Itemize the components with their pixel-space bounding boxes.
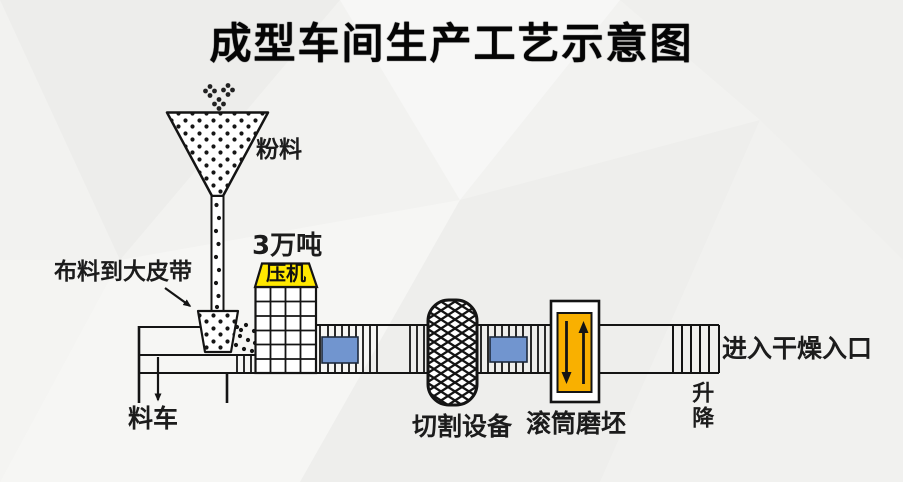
distribution-cup bbox=[196, 309, 240, 354]
roller-grinding-unit bbox=[549, 299, 601, 404]
up-arrow-icon bbox=[578, 321, 589, 384]
press-machine-cap bbox=[253, 262, 319, 289]
powder-label: 粉料 bbox=[256, 137, 302, 163]
down-arrow-icon bbox=[561, 321, 572, 384]
page-title: 成型车间生产工艺示意图 bbox=[209, 19, 694, 68]
pressed-tile bbox=[489, 336, 528, 363]
roller-grinding-label: 滚筒磨坯 bbox=[526, 409, 627, 438]
lift-label: 升降 bbox=[688, 381, 714, 431]
pressed-tile bbox=[321, 336, 359, 364]
feed-annotation-arrow bbox=[164, 287, 192, 307]
dryer-entrance-label: 进入干燥入口 bbox=[722, 334, 873, 363]
feed-to-belt-label: 布料到大皮带 bbox=[54, 259, 192, 285]
cutting-equipment-label: 切割设备 bbox=[412, 412, 513, 441]
press-machine-body bbox=[254, 285, 318, 375]
material-cart bbox=[137, 326, 268, 403]
cutting-roller bbox=[426, 298, 479, 407]
feed-tube bbox=[210, 195, 225, 313]
powder-spill-dots bbox=[233, 322, 258, 354]
material-cart-label: 料车 bbox=[128, 404, 179, 433]
sparkle-icons bbox=[203, 83, 235, 111]
powder-hopper-funnel bbox=[165, 111, 270, 198]
press-machine-label: 压机 bbox=[266, 261, 306, 285]
press-capacity-label: 3万吨 bbox=[252, 231, 323, 261]
